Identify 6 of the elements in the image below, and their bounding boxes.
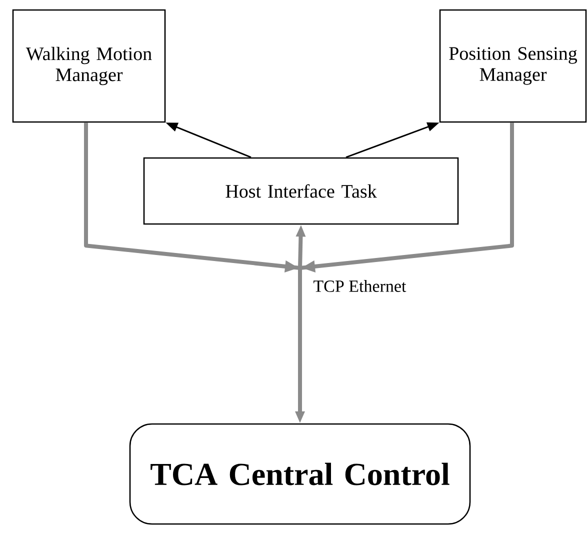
task-box: Host Interface Task <box>143 157 459 225</box>
control-box: TCA Central Control <box>129 423 471 525</box>
bus-line <box>300 122 514 272</box>
edge-label: TCP Ethernet <box>312 279 408 293</box>
manager-box: Walking Motion Manager <box>12 9 166 123</box>
manager-box: Position Sensing Manager <box>439 9 587 123</box>
